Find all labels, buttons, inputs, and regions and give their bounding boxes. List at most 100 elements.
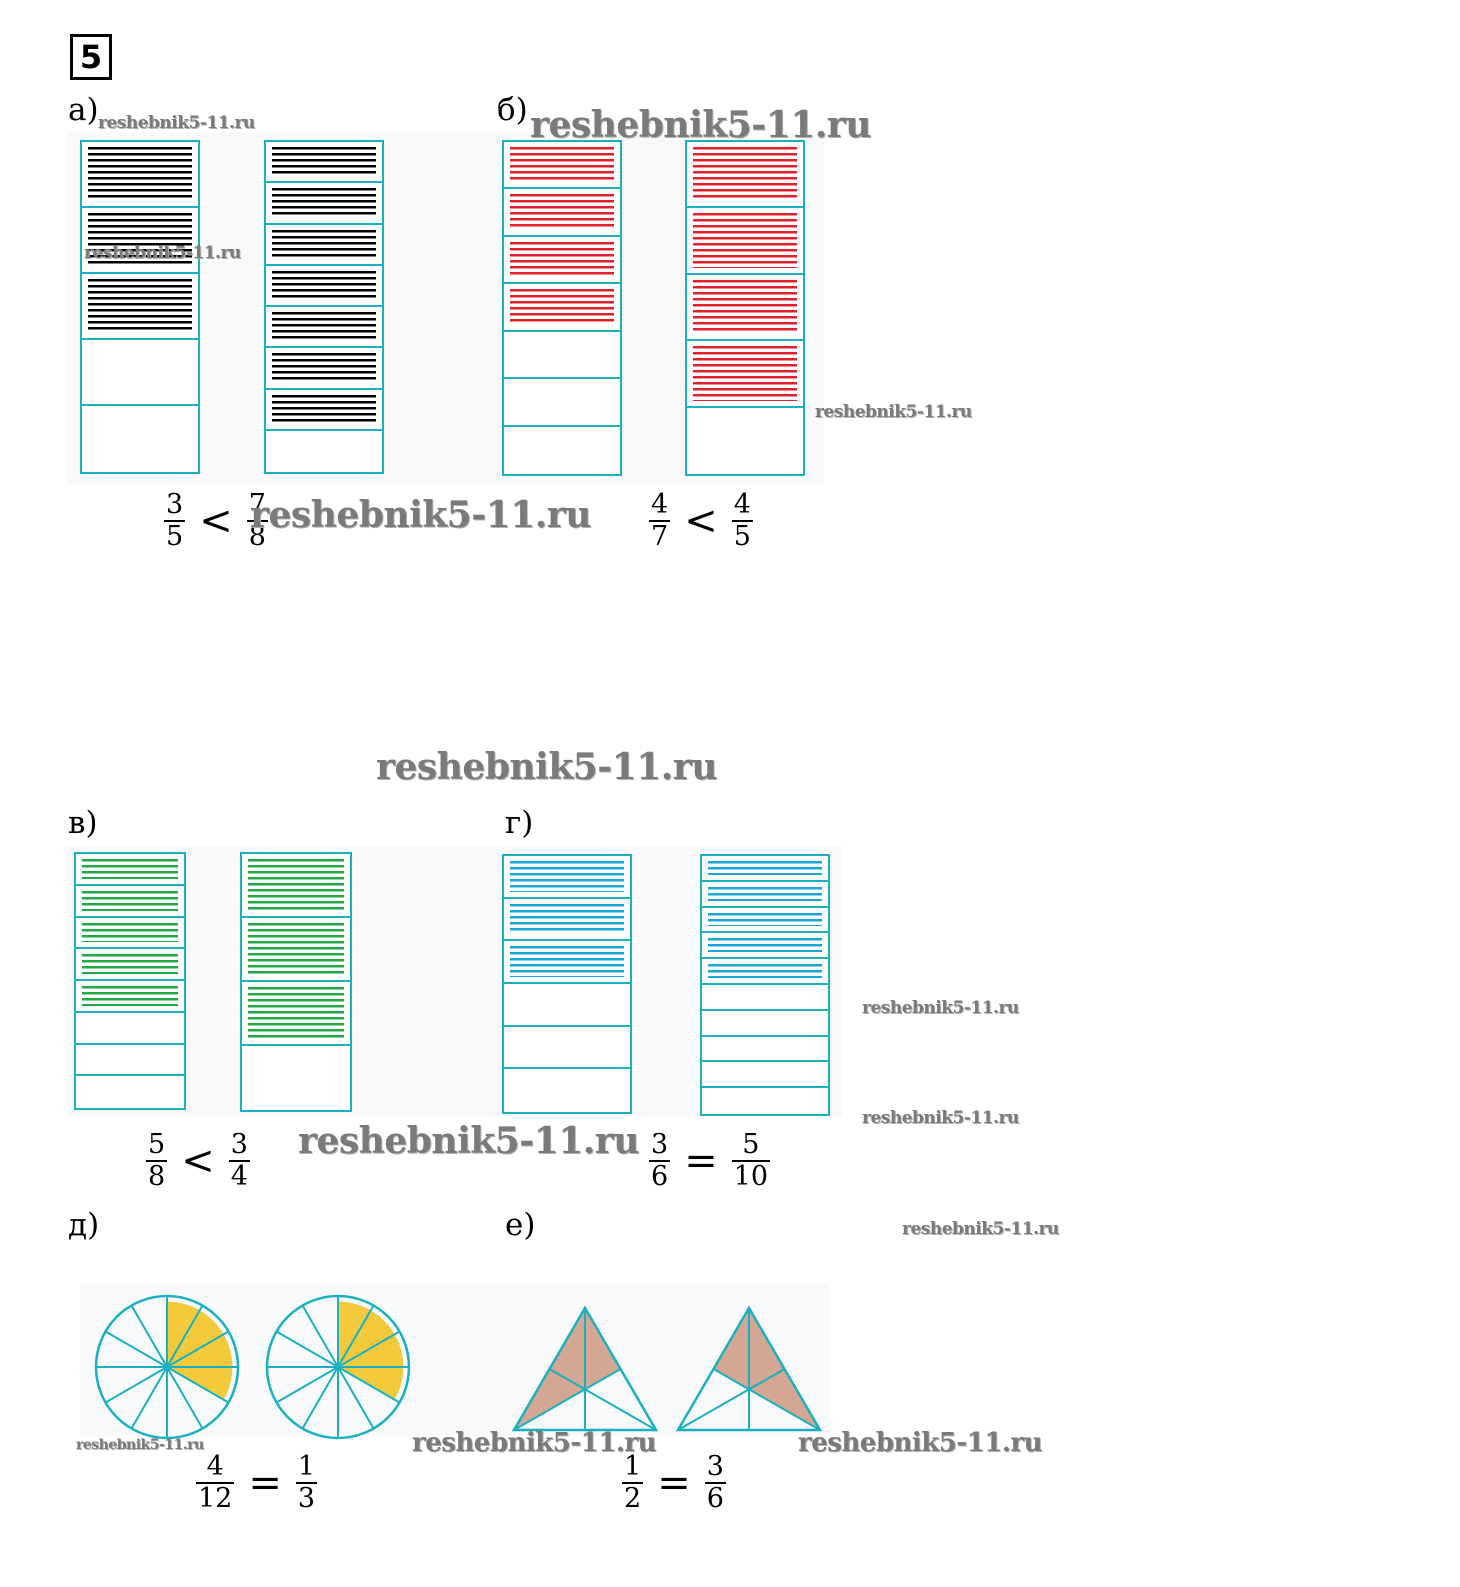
bar-part-filled — [266, 183, 382, 225]
bar-part-filled — [504, 941, 630, 984]
bar-part-filled — [82, 274, 198, 340]
hatch-fill — [510, 861, 624, 892]
circle-radius-line — [130, 1366, 168, 1429]
hatch-fill — [248, 923, 344, 975]
triangle-median-line — [677, 1368, 785, 1431]
bar-part-empty — [504, 1027, 630, 1070]
bar-figure-g-left — [502, 854, 632, 1114]
triangle-part-filled — [514, 1369, 585, 1430]
bar-part-empty — [687, 408, 803, 474]
watermark: reshebnik5-11.ru — [412, 1428, 657, 1458]
circle-radius-line — [105, 1330, 168, 1368]
triangle-part-filled — [549, 1308, 585, 1390]
hatch-fill — [272, 147, 376, 177]
circle-sector-filled — [338, 1367, 404, 1400]
bar-part-filled — [76, 918, 184, 950]
circle-sector-filled — [338, 1310, 395, 1367]
hatch-fill — [510, 194, 614, 230]
hatch-fill — [88, 213, 192, 267]
circle-sector-filled — [167, 1301, 200, 1367]
comparison-operator: < — [181, 1138, 215, 1184]
bar-figure-v-left — [74, 852, 186, 1110]
bar-part-filled — [242, 854, 350, 918]
watermark: reshebnik5-11.ru — [815, 402, 972, 422]
circle-radius-line — [166, 1366, 229, 1404]
hatch-fill — [272, 394, 376, 424]
hatch-fill — [693, 346, 797, 401]
circle-radius-line — [337, 1366, 375, 1429]
hatch-fill — [708, 912, 822, 927]
bar-part-empty — [76, 1013, 184, 1045]
watermark: reshebnik5-11.ru — [862, 1108, 1019, 1128]
bar-part-empty — [242, 1046, 350, 1110]
bar-part-filled — [504, 189, 620, 237]
watermark: reshebnik5-11.ru — [862, 998, 1019, 1018]
bar-part-empty — [82, 406, 198, 472]
denominator: 6 — [706, 1483, 724, 1514]
bar-part-empty — [266, 431, 382, 472]
hatch-fill — [693, 279, 797, 335]
hatch-fill — [272, 229, 376, 259]
hatch-fill — [272, 188, 376, 218]
bar-part-empty — [702, 1062, 828, 1089]
bar-part-filled — [687, 341, 803, 408]
circle-radius-line — [276, 1330, 339, 1368]
denominator: 3 — [297, 1483, 316, 1514]
hatch-fill — [82, 954, 178, 974]
bar-figure-b-right — [685, 140, 805, 476]
bar-part-empty — [504, 1069, 630, 1112]
watermark: reshebnik5-11.ru — [902, 1219, 1059, 1239]
hatch-fill — [708, 938, 822, 953]
watermark: reshebnik5-11.ru — [530, 104, 871, 146]
task-number: 5 — [70, 34, 112, 80]
bar-part-filled — [504, 899, 630, 942]
bar-part-filled — [266, 142, 382, 184]
circle-radius-line — [337, 1366, 400, 1404]
bar-part-empty — [76, 1076, 184, 1108]
bar-part-filled — [702, 856, 828, 882]
numerator: 3 — [651, 1129, 669, 1160]
bar-figure-b-left — [502, 140, 622, 476]
bar-part-filled — [242, 982, 350, 1046]
watermark: reshebnik5-11.ru — [376, 746, 717, 788]
part-label-v: в) — [68, 805, 98, 841]
watermark: reshebnik5-11.ru — [98, 113, 255, 133]
denominator: 12 — [198, 1483, 233, 1514]
bar-part-empty — [82, 340, 198, 406]
denominator: 10 — [733, 1161, 769, 1192]
numerator: 1 — [624, 1451, 642, 1482]
watermark: reshebnik5-11.ru — [798, 1428, 1043, 1458]
triangle-median-line — [713, 1368, 821, 1431]
bar-part-filled — [76, 949, 184, 981]
watermark: reshebnik5-11.ru — [84, 243, 241, 263]
bar-part-empty — [504, 332, 620, 380]
triangle-part-filled — [749, 1308, 785, 1390]
bar-part-filled — [242, 918, 350, 982]
bar-part-empty — [702, 985, 828, 1011]
bar-part-filled — [702, 882, 828, 908]
hatch-fill — [272, 312, 376, 342]
hatch-fill — [248, 859, 344, 911]
bar-part-filled — [504, 856, 630, 899]
hatch-fill — [82, 986, 178, 1006]
numerator: 3 — [706, 1451, 724, 1482]
bar-part-filled — [687, 208, 803, 275]
triangle-part-filled — [585, 1308, 621, 1390]
numerator: 3 — [230, 1129, 248, 1160]
hatch-fill — [510, 289, 614, 325]
triangle-figure-e-right — [675, 1305, 823, 1432]
numerator: 3 — [166, 489, 184, 520]
part-label-a: а) — [68, 92, 99, 128]
numerator: 4 — [206, 1451, 224, 1482]
